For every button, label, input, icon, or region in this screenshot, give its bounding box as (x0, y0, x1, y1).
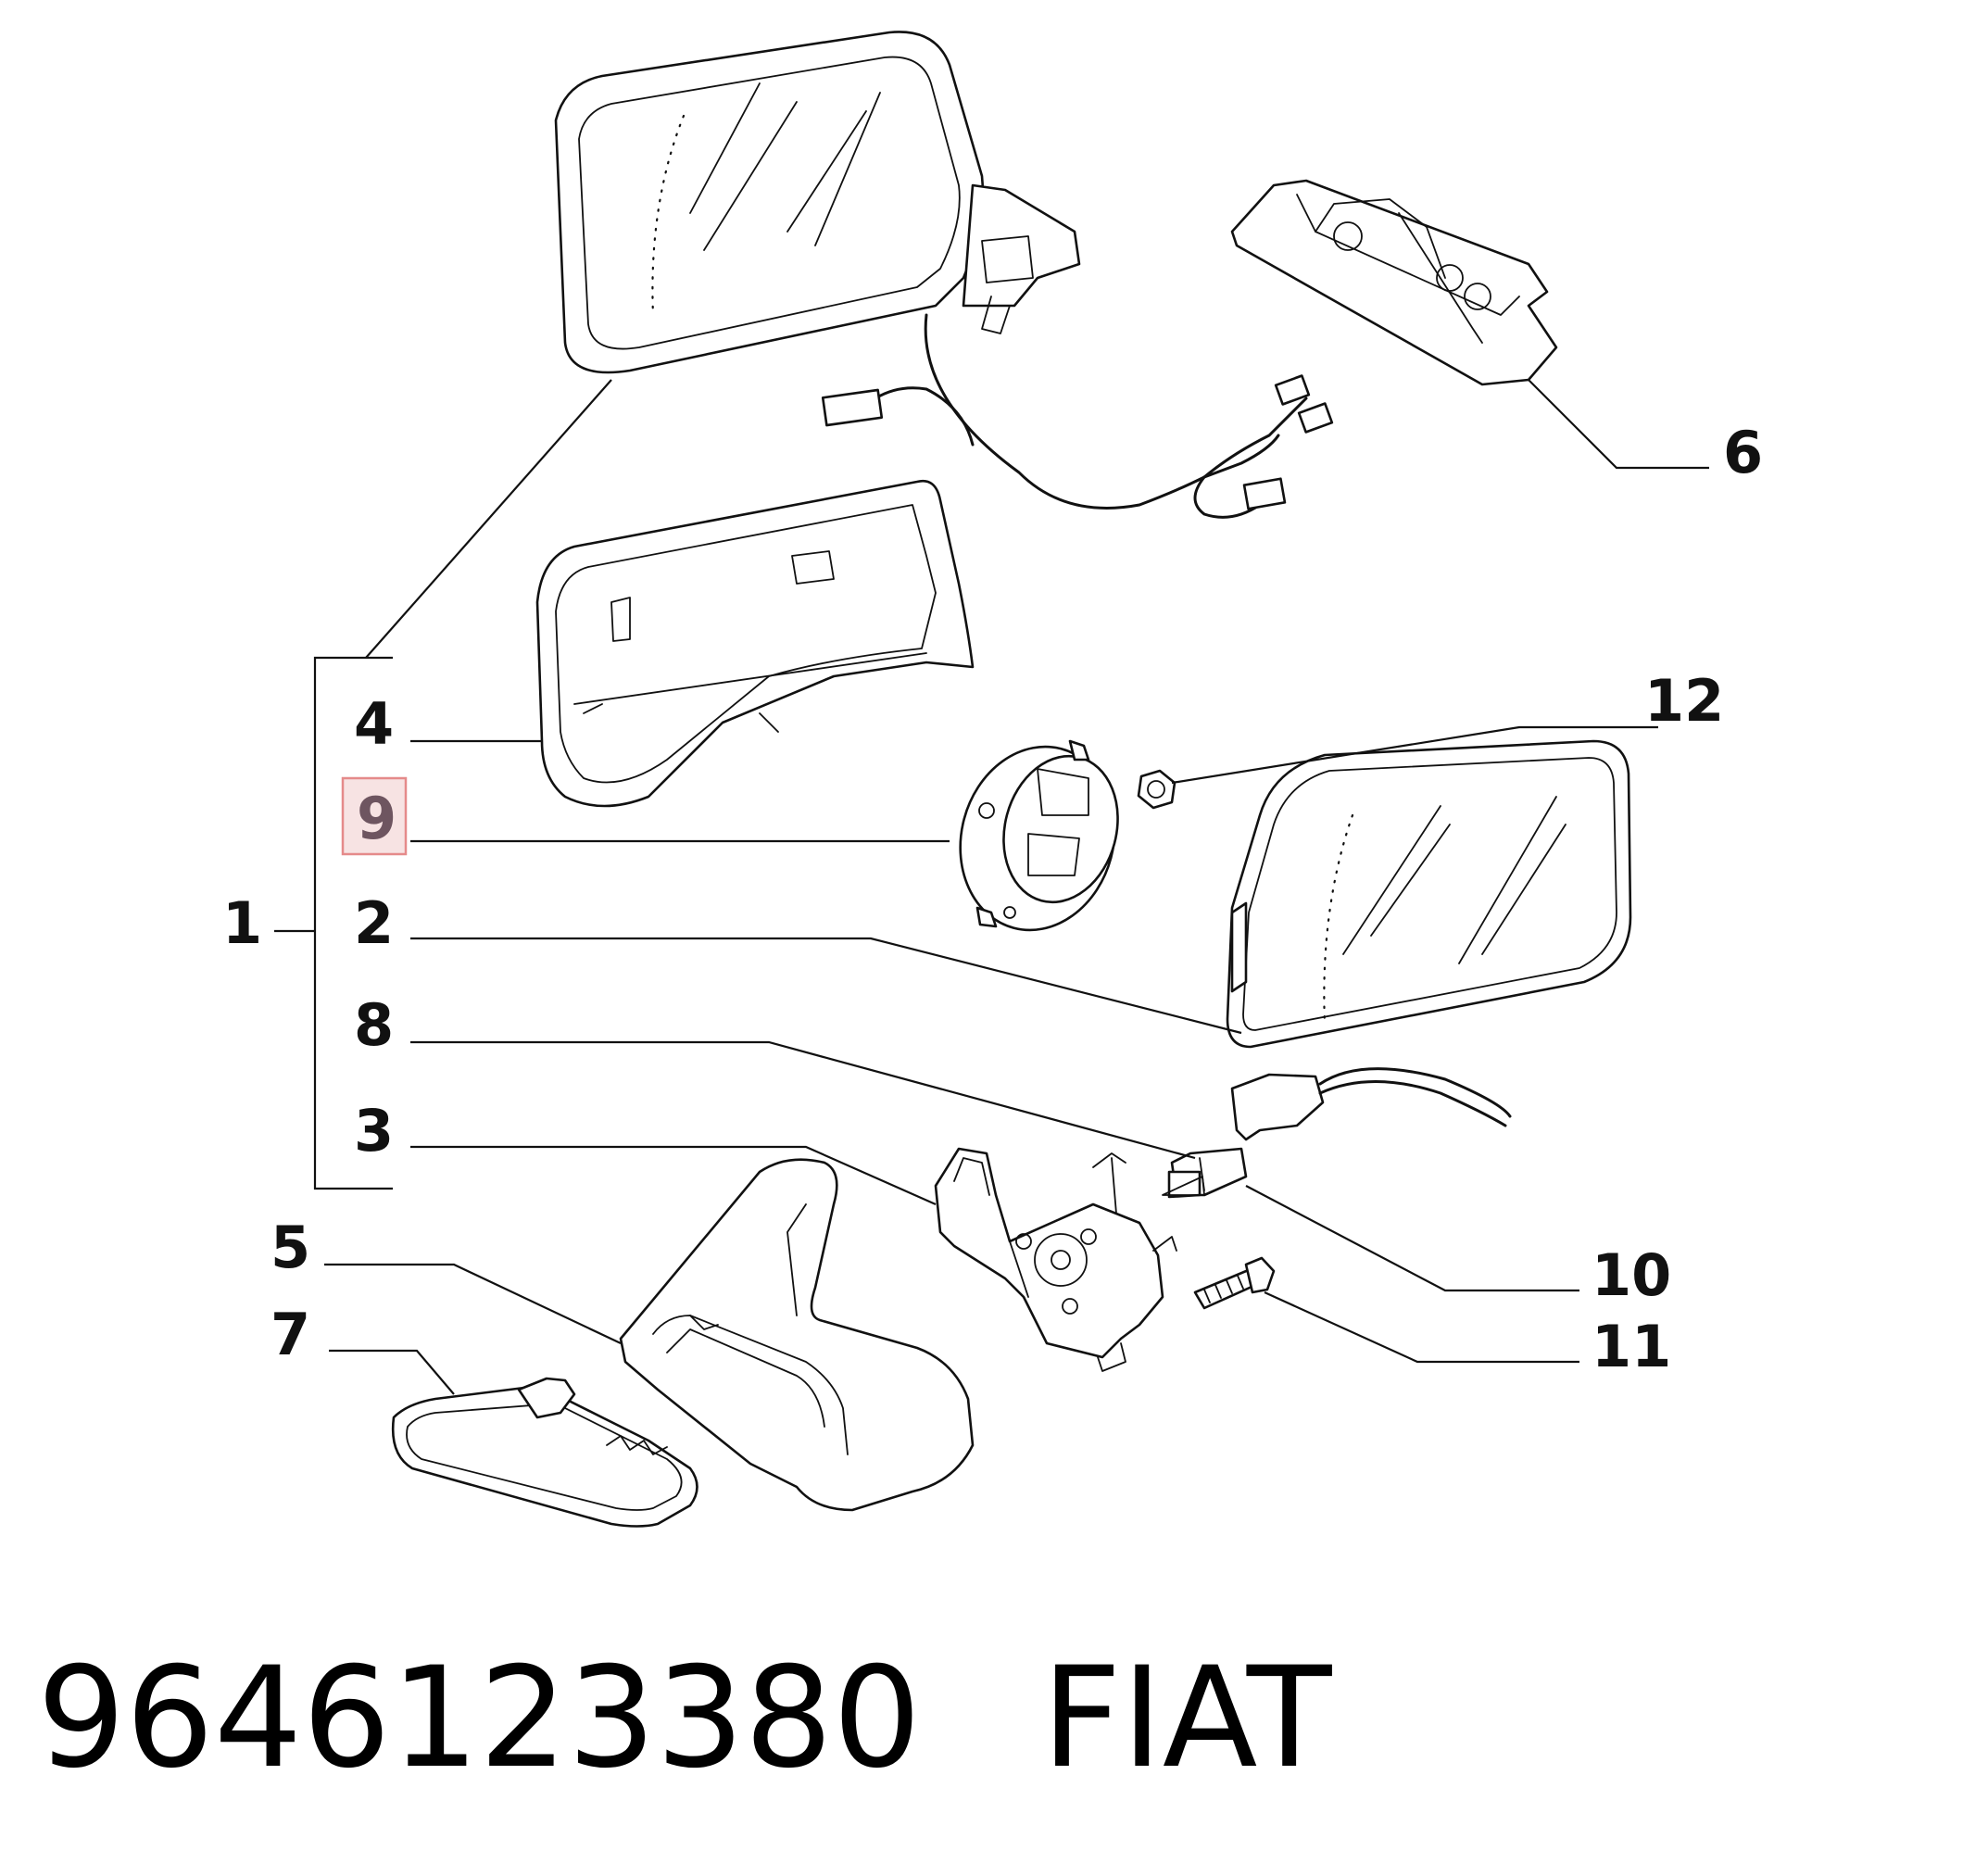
part-caption: 9646123380 FIAT (37, 1640, 1331, 1797)
lamp-part-7 (391, 1377, 698, 1528)
callout-4: 4 (354, 690, 394, 758)
callout-11: 11 (1592, 1313, 1671, 1380)
callout-6: 6 (1723, 419, 1763, 486)
callout-9-highlight (341, 776, 408, 856)
top-cover-part-6 (1230, 179, 1558, 386)
screw-part-11 (1193, 1256, 1276, 1310)
callout-7: 7 (271, 1301, 310, 1368)
back-cover-part-4 (535, 479, 975, 808)
callout-12: 12 (1644, 667, 1724, 735)
leader-12 (1171, 725, 1658, 785)
leader-6 (1528, 379, 1709, 470)
leader-3 (410, 1145, 937, 1206)
leader-10 (1245, 1185, 1579, 1292)
leader-5 (324, 1263, 622, 1344)
callout-2: 2 (354, 889, 394, 957)
callout-5: 5 (271, 1214, 310, 1281)
callout-9: 9 (357, 785, 396, 852)
leader-7 (329, 1349, 455, 1395)
leader-lines (324, 379, 1709, 1395)
callout-8: 8 (354, 991, 394, 1059)
actuator-part-9 (959, 739, 1119, 932)
brand-name: FIAT (1041, 1638, 1332, 1799)
callout-3: 3 (354, 1097, 394, 1164)
part-number: 9646123380 (37, 1638, 922, 1799)
leader-2 (410, 937, 1242, 1035)
bolt-part-10 (1162, 1147, 1248, 1199)
mirror-assembly-housing (554, 31, 1081, 374)
assembly-bracket (274, 379, 612, 1190)
nut-part-12 (1137, 769, 1176, 810)
connector-part-8 (1230, 1067, 1512, 1141)
callout-10: 10 (1592, 1241, 1671, 1309)
wiring-harness (821, 313, 1334, 519)
leader-8 (410, 1040, 1196, 1160)
leader-11 (1264, 1290, 1579, 1364)
callout-1: 1 (222, 889, 262, 957)
mirror-glass-part-2 (1226, 739, 1632, 1049)
bracket-part-3 (934, 1147, 1177, 1372)
callout-labels: 1 2 3 4 5 6 7 8 9 10 11 12 (222, 419, 1763, 1380)
lower-cover-part-5 (619, 1158, 975, 1512)
